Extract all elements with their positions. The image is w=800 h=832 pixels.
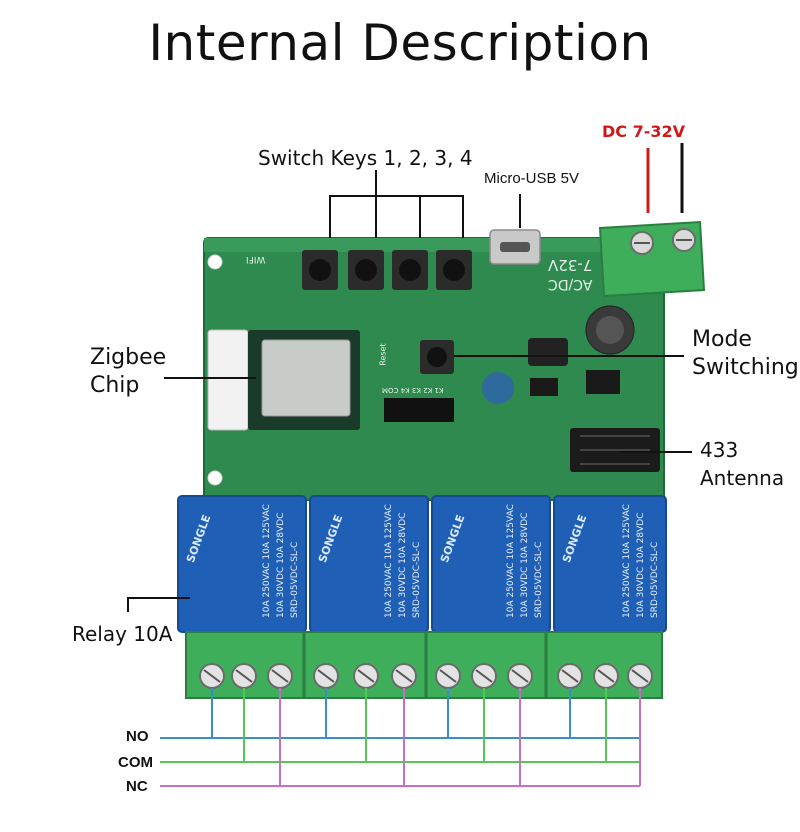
zigbee-label-line1: Zigbee (90, 345, 167, 370)
zigbee-chip-label: Zigbee Chip (90, 344, 166, 400)
inductor (528, 338, 568, 366)
switch-key-2 (348, 250, 384, 290)
silk-reset-label: Reset (378, 343, 388, 366)
relay-spec-text: 10A 250VAC 10A 125VAC (262, 504, 272, 618)
silk-header-label: K1 K2 K3 K4 COM (382, 386, 444, 394)
switch-keys (302, 250, 472, 290)
relay-spec-text: 10A 30VDC 10A 28VDC (636, 512, 646, 618)
relay-leader (127, 597, 190, 612)
dc-terminal-block (598, 220, 706, 298)
switch-key-1 (302, 250, 338, 290)
zigbee-module (207, 329, 360, 431)
pin-header (384, 398, 454, 422)
mode-label-line2: Switching (692, 355, 799, 380)
no-label: NO (126, 728, 149, 745)
output-wires (160, 688, 641, 787)
mode-switching-label: Mode Switching (692, 326, 799, 382)
dc-input-label: DC 7-32V (602, 122, 686, 141)
com-label: COM (118, 754, 153, 771)
antenna-label-line2: Antenna (700, 466, 785, 490)
ic-chip (586, 370, 620, 394)
switch-keys-label: Switch Keys 1, 2, 3, 4 (258, 146, 473, 170)
relay-spec-text: SRD-05VDC-SL-C (290, 541, 300, 618)
page-title: Internal Description (148, 14, 652, 72)
leader-lines (127, 170, 692, 612)
relay-spec-text: 10A 250VAC 10A 125VAC (622, 504, 632, 618)
antenna-label-line1: 433 (700, 438, 739, 462)
relay-spec-text: SRD-05VDC-SL-C (650, 541, 660, 618)
micro-usb-label: Micro-USB 5V (484, 170, 580, 187)
relay-spec-text: 10A 250VAC 10A 125VAC (384, 504, 394, 618)
relay-spec-text: SRD-05VDC-SL-C (534, 541, 544, 618)
relay-spec-text: 10A 30VDC 10A 28VDC (276, 512, 286, 618)
silk-wifi-label: WIFI (246, 254, 266, 264)
nc-label: NC (126, 778, 148, 795)
silk-power-label: 7-32V (548, 256, 593, 274)
zigbee-label-line2: Chip (90, 373, 140, 398)
switch-key-3 (392, 250, 428, 290)
small-capacitor (482, 372, 514, 404)
antenna-label: 433 Antenna (700, 436, 784, 492)
micro-usb-port (489, 229, 541, 265)
relay-spec-text: SRD-05VDC-SL-C (412, 541, 422, 618)
output-terminal-block (185, 631, 663, 699)
switch-keys-bracket (329, 195, 464, 238)
mode-label-line1: Mode (692, 327, 752, 352)
relay-label: Relay 10A (72, 622, 173, 646)
relay-spec-text: 10A 30VDC 10A 28VDC (520, 512, 530, 618)
relay-row (177, 495, 667, 633)
silk-acdc-label: AC/DC (548, 276, 593, 292)
relay-spec-text: 10A 30VDC 10A 28VDC (398, 512, 408, 618)
switch-key-4 (436, 250, 472, 290)
relay-1 (177, 495, 307, 633)
relay-spec-text: 10A 250VAC 10A 125VAC (506, 504, 516, 618)
